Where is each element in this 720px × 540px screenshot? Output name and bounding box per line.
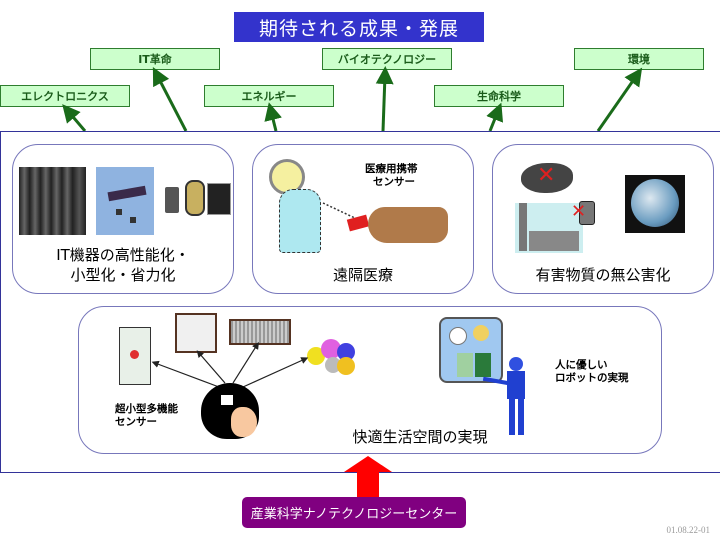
sem-image-icon (19, 167, 86, 235)
arrow-to-life-science (486, 102, 504, 132)
cross-mark-icon-2: ✕ (571, 201, 587, 222)
refrigerator-icon (119, 327, 151, 385)
multi-sensor-label-2: センサー (115, 416, 157, 428)
panel-it-label-2: 小型化・省力化 (70, 266, 176, 284)
sensor-arrows (151, 341, 309, 388)
cross-mark-icon: ✕ (537, 163, 556, 188)
robot-label-1: 人に優しい (555, 359, 608, 371)
panel-pollution-free: ✕ ✕ 有害物質の無公害化 (492, 144, 714, 294)
earth-image-icon (625, 175, 685, 233)
panel-remote-medicine: 医療用携帯 センサー 遠隔医療 (252, 144, 474, 294)
arrow-to-biotech (375, 66, 394, 132)
arrow-to-electronics (62, 104, 87, 132)
person-head-icon (201, 383, 259, 439)
chip-image-icon (96, 167, 154, 235)
nanotech-center-label: 産業科学ナノテクノロジーセンター (242, 497, 466, 528)
goal-energy: エネルギー (204, 85, 334, 107)
air-conditioner-icon (229, 319, 291, 345)
panel-living-label: 快適生活空間の実現 (352, 428, 488, 446)
family-picture-icon (439, 317, 503, 383)
robot-label-2: ロボットの実現 (555, 372, 629, 384)
medical-sensor-label-1: 医療用携帯 (365, 163, 418, 175)
arrow-to-energy (264, 102, 282, 132)
factory-icon (515, 203, 583, 253)
panel-medical-label: 遠隔医療 (332, 266, 393, 284)
hand-icon (368, 207, 448, 243)
pda-icon (165, 187, 179, 213)
panel-it-devices: IT機器の高性能化・ 小型化・省力化 (12, 144, 234, 294)
robot-icon (482, 357, 529, 437)
phone-icon (185, 180, 205, 216)
medical-sensor-label-2: センサー (373, 176, 415, 188)
panel-comfortable-living: 超小型多機能 センサー 人に優しい ロボットの実現 快適生活空間の実現 (78, 306, 662, 454)
drum-icon (579, 201, 595, 225)
document-id: 01.08.22-01 (666, 525, 711, 535)
goal-it-revolution: IT革命 (90, 48, 220, 70)
arrow-to-environment (596, 67, 643, 132)
doctor-icon (279, 189, 321, 253)
arrow-to-it (152, 67, 188, 132)
panel-it-label-1: IT機器の高性能化・ (56, 246, 190, 264)
panel-environment-label: 有害物質の無公害化 (535, 266, 671, 284)
smoke-cloud-icon (521, 163, 573, 193)
page-title: 期待される成果・発展 (234, 12, 484, 42)
goal-biotechnology: バイオテクノロジー (322, 48, 452, 70)
device-icon (207, 183, 231, 215)
multi-sensor-label-1: 超小型多機能 (115, 403, 178, 415)
flowers-icon (307, 339, 359, 375)
microwave-icon (175, 313, 217, 353)
